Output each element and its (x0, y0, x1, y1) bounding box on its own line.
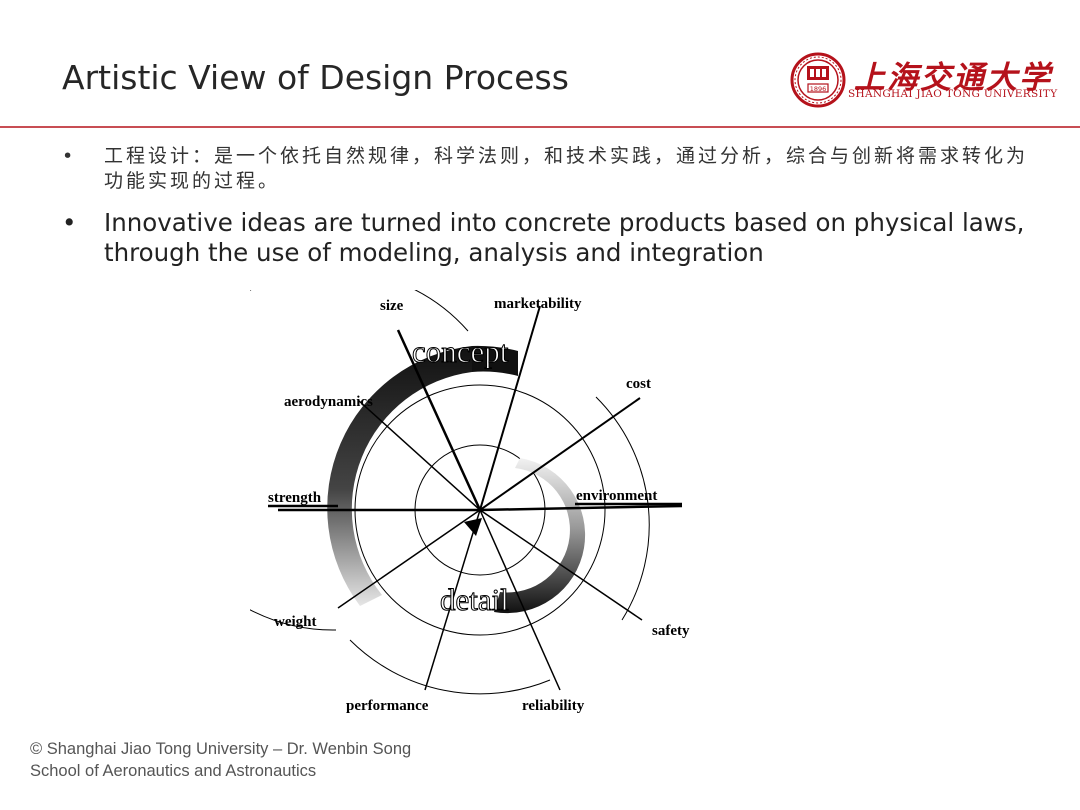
concept-label: concept (412, 334, 509, 369)
slide-title: Artistic View of Design Process (62, 58, 569, 97)
title-divider (0, 126, 1080, 128)
bullet-item-chinese: • 工程设计：是一个依托自然规律，科学法则，和技术实践，通过分析，综合与创新将需… (62, 144, 1042, 194)
spoke-label-aerodynamics: aerodynamics (284, 394, 373, 410)
svg-text:1896: 1896 (810, 85, 827, 93)
footer-school: School of Aeronautics and Astronautics (30, 762, 317, 780)
university-logo: 1896 上海交通大学 SHANGHAI JIAO TONG UNIVERSIT… (790, 52, 1057, 110)
footer-copyright: © Shanghai Jiao Tong University – Dr. We… (30, 740, 412, 758)
spoke-label-performance: performance (346, 698, 429, 714)
bullet-text: Innovative ideas are turned into concret… (104, 208, 1025, 267)
bullet-list: • 工程设计：是一个依托自然规律，科学法则，和技术实践，通过分析，综合与创新将需… (62, 144, 1042, 268)
design-process-diagram: concept detail size marketability cost e… (152, 269, 720, 720)
spoke-label-reliability: reliability (522, 698, 585, 714)
spokes (278, 305, 683, 691)
spoke-label-weight: weight (274, 614, 317, 630)
bullet-marker: • (62, 145, 77, 167)
spoke-label-marketability: marketability (494, 296, 582, 312)
university-seal-icon: 1896 (790, 52, 846, 108)
spoke-label-safety: safety (652, 623, 690, 639)
bullet-item-english: • Innovative ideas are turned into concr… (62, 208, 1042, 268)
footer: © Shanghai Jiao Tong University – Dr. We… (30, 738, 411, 782)
detail-band (494, 458, 586, 614)
spoke-label-cost: cost (626, 376, 651, 392)
logo-english-name: SHANGHAI JIAO TONG UNIVERSITY (848, 88, 1058, 100)
spoke-label-strength: strength (268, 490, 322, 506)
bullet-marker: • (62, 208, 77, 237)
detail-label: detail (440, 582, 509, 617)
spoke-label-size: size (380, 298, 404, 314)
center-arrow-icon (464, 518, 482, 536)
bullet-text: 工程设计：是一个依托自然规律，科学法则，和技术实践，通过分析，综合与创新将需求转… (104, 145, 1029, 192)
spoke-label-environment: environment (576, 488, 657, 504)
logo-chinese-name: 上海交通大学 (854, 60, 1052, 96)
concept-band (327, 346, 472, 606)
